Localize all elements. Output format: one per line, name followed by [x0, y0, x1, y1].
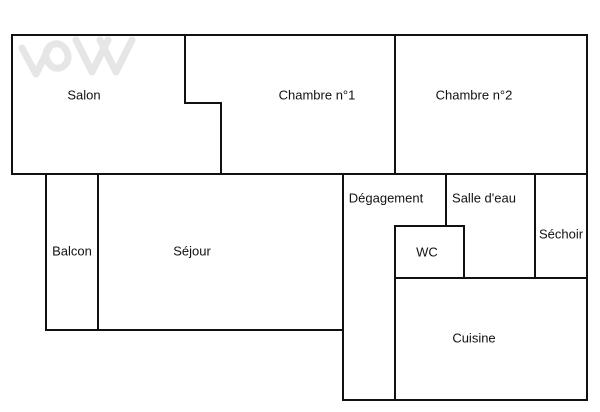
label-cuisine: Cuisine — [452, 330, 495, 345]
label-chambre-1: Chambre n°1 — [279, 87, 356, 102]
wall-wc — [394, 225, 465, 279]
label-sejour: Séjour — [173, 243, 211, 258]
wall-degagement — [342, 173, 396, 401]
label-sechoir: Séchoir — [539, 226, 584, 241]
label-salon: Salon — [67, 87, 100, 102]
label-salle-eau: Salle d'eau — [452, 190, 516, 205]
label-degagement: Dégagement — [349, 190, 424, 205]
room-labels: Salon Chambre n°1 Chambre n°2 Balcon Séj… — [52, 87, 584, 345]
logo-watermark — [18, 36, 136, 78]
label-chambre-2: Chambre n°2 — [436, 87, 513, 102]
partition-salon-chambre1 — [184, 34, 222, 175]
wall-sejour — [97, 173, 344, 331]
walls — [11, 34, 588, 401]
label-wc: WC — [416, 244, 438, 259]
wall-corridor-step — [394, 173, 447, 401]
label-balcon: Balcon — [52, 243, 92, 258]
